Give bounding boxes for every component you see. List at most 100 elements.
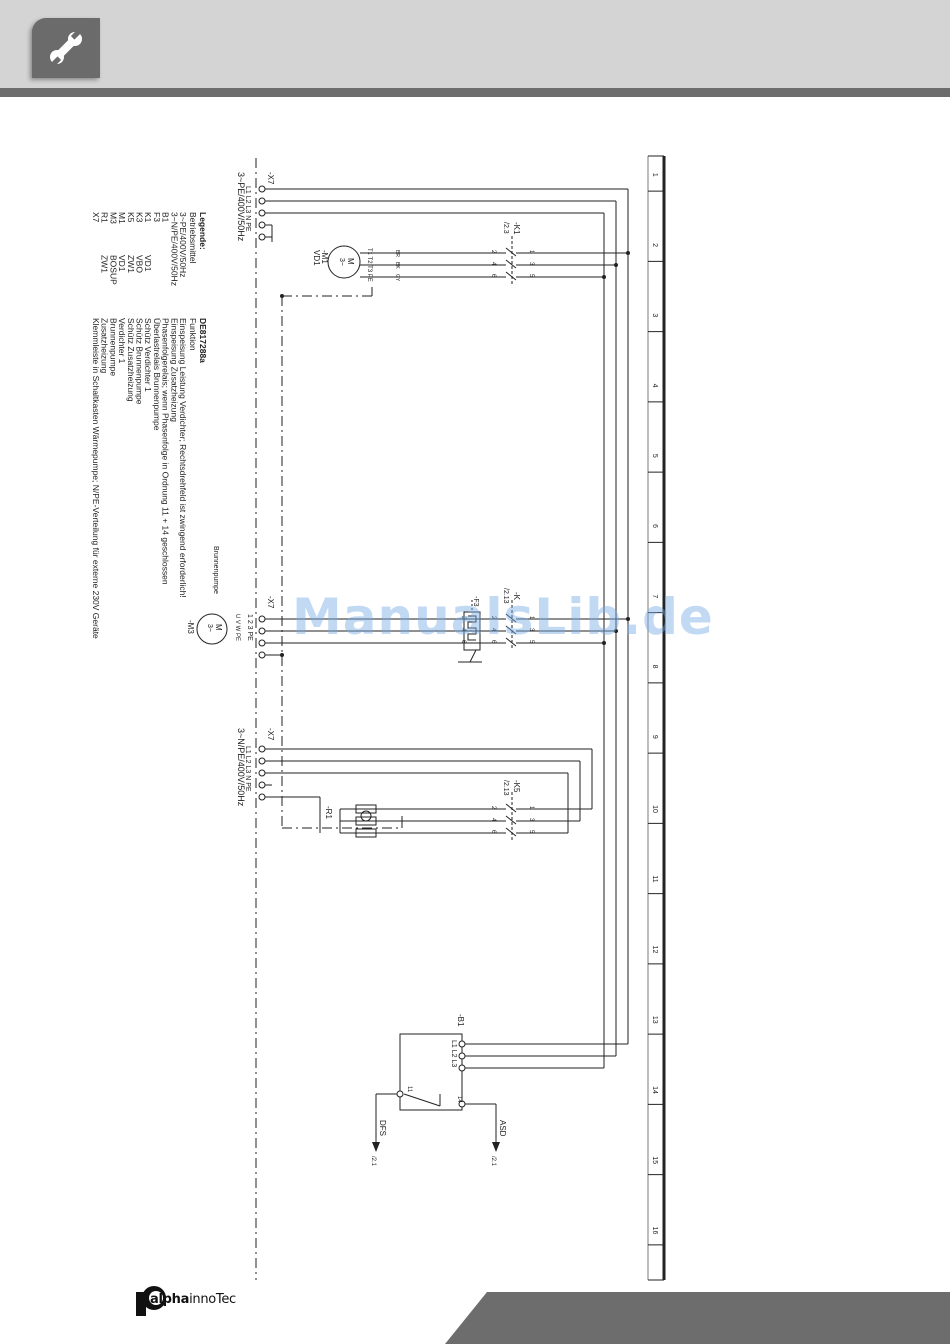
legend-code: 3~N/PE/400V/50Hz [169,212,179,286]
legend-tag: ZW1 [126,255,136,273]
k1-pin-3: 3 [528,262,534,266]
legend-function: Phasenfolgerelais; wenn Phasenfolge in O… [161,318,171,585]
grid-number: 11 [651,875,658,882]
legend-code: M1 [117,212,127,224]
legend-function: Schütz Brunnenpumpe [135,318,145,405]
m1-terminals: T1 T2 T3 PE [366,248,372,282]
f3-pin-6: 6 [460,640,466,644]
brand-name-b: innoTec [189,1292,236,1307]
grid-number: 14 [651,1086,658,1094]
m3-terminals: 1 2 3 PE [246,614,253,641]
k5-ref: /2.13 [502,780,509,796]
legend-code: X7 [91,212,101,223]
asd-label: ASD [498,1120,507,1137]
legend-col-function: Funktion [188,318,198,351]
wrench-icon [50,30,82,66]
grid-number: 6 [651,524,658,528]
legend-tag: VBO [135,255,145,273]
legend-code: F3 [152,212,162,222]
legend-function: Schütz Zusatzheizung [126,318,136,402]
k3-pin-3: 3 [528,628,534,632]
x7-label-2: -X7 [266,596,275,609]
m3-phase: 3~ [206,624,213,632]
grid-number: 5 [651,454,658,458]
m1-wire-gy: GY [394,274,400,282]
k3-pin-4: 4 [490,628,496,632]
m1-label: -M1 [320,250,329,264]
k3-pin-1: 1 [528,616,534,620]
legend-function: Einspeisung Leistung Verdichter; Rechtsd… [178,318,188,598]
k3-label: -K [512,592,521,601]
x7-label-1: -X7 [266,172,275,185]
grid-number: 16 [651,1227,658,1235]
footer-band [445,1292,950,1344]
m1-symbol: M [346,258,355,265]
m3-symbol: M [214,624,223,631]
legend-function: Überlastrelais Brunnenpumpe [152,318,162,431]
legend-function: Schütz Verdichter 1 [143,318,153,392]
dfs-ref: /2.1 [370,1156,376,1167]
brand-name-a: alpha [150,1292,190,1307]
m1-wire-br: BR [394,250,400,257]
legend-code: K3 [135,212,145,223]
legend-doc-number: DE817288a [198,318,208,363]
k5-pin-4: 4 [490,818,496,822]
legend-code: K1 [143,212,153,223]
legend-function: Einspeisung Zusatzheizung [169,318,179,422]
grid-number: 4 [651,384,658,388]
dfs-label: DFS [378,1120,387,1136]
b1-terminals: L1 L2 L3 [450,1040,457,1067]
legend-function: Verdichter 1 [117,318,127,364]
r1-label: -R1 [324,806,333,819]
brand-logo: alphainnoTec [136,1278,256,1322]
grid-number: 10 [651,805,658,813]
k5-pin-3: 3 [528,818,534,822]
legend-heading: Legende: [198,212,208,250]
k1-ref: /2.3 [502,222,509,234]
grid-number: 9 [651,735,658,739]
m1-wire-bk: BK [394,262,400,269]
feed1-label: 3~PE/400V/50Hz [236,172,246,242]
b1-pin-14: 14 [456,1096,462,1103]
legend-tag: BOSUP [108,255,118,285]
header-rule [0,88,950,97]
feed2-terminals: L1 L2 L3 N PE [244,746,251,792]
brand-mark-icon [136,1286,166,1316]
k1-pin-6: 6 [490,274,496,278]
legend-function: Klemmleiste in Schaltkasten Wärmepumpe; … [91,318,101,639]
k5-label: -K5 [512,780,521,793]
chapter-badge [32,18,100,78]
legend-col-equipment: Betriebsmittel [188,212,198,264]
feed1-terminals: L1 L2 L3 N PE [244,186,251,232]
legend-code: M3 [108,212,118,224]
k3-pin-2: 2 [490,616,496,620]
legend-tag: VD1 [117,255,127,272]
k1-pin-4: 4 [490,262,496,266]
asd-ref: /2.1 [490,1156,496,1167]
k1-label: -K1 [512,222,521,235]
k5-pin-2: 2 [490,806,496,810]
m1-phase: 3~ [338,258,345,266]
k5-pin-6: 6 [490,830,496,834]
b1-pin-11: 11 [406,1086,412,1093]
grid-number: 15 [651,1156,658,1164]
grid-number: 1 [651,173,658,177]
m1-tag: VD1 [312,250,321,266]
grid-number: 3 [651,313,658,317]
k1-pin-1: 1 [528,250,534,254]
f3-pin-4: 4 [460,628,466,632]
k3-pin-5: 5 [528,640,534,644]
grid-number: 13 [651,1016,658,1024]
f3-label: -F3 [472,596,479,607]
legend-code: R1 [100,212,110,223]
b1-label: -B1 [456,1014,465,1027]
brand-name: alphainnoTec [150,1292,236,1307]
legend-code: K5 [126,212,136,223]
f3-pin-2: 2 [460,616,466,620]
k3-pin-6: 6 [490,640,496,644]
k1-pin-5: 5 [528,274,534,278]
m3-label: -M3 [186,620,195,634]
grid-number: 8 [651,665,658,669]
x7-label-3: -X7 [266,728,275,741]
